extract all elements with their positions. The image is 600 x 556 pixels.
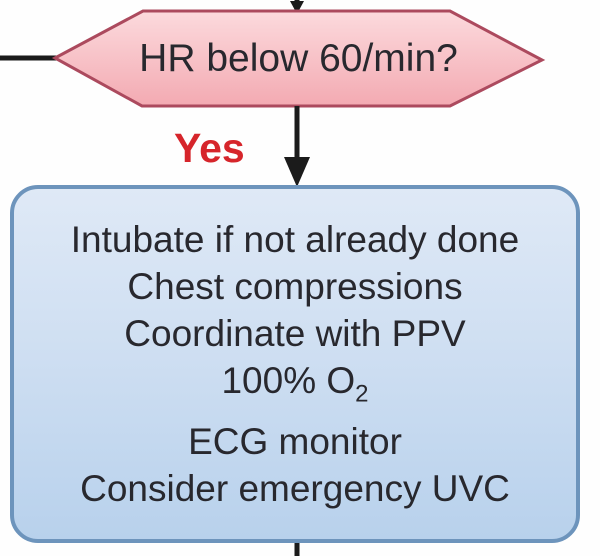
arrow-down-icon xyxy=(284,157,310,187)
action-box: Intubate if not already done Chest compr… xyxy=(10,185,580,543)
oxygen-subscript: 2 xyxy=(355,380,369,408)
action-line-oxygen: 100% O2 xyxy=(221,357,368,417)
action-line: Intubate if not already done xyxy=(70,219,520,261)
oxygen-text: 100% O xyxy=(221,360,356,402)
action-line: Coordinate with PPV xyxy=(124,313,466,355)
action-line: ECG monitor xyxy=(188,420,402,462)
decision-hexagon xyxy=(51,9,546,108)
decision-label: HR below 60/min? xyxy=(139,37,458,80)
action-line: Consider emergency UVC xyxy=(80,467,510,509)
arrow-down-icon xyxy=(290,1,304,14)
yes-edge-label: Yes xyxy=(174,125,245,171)
action-line: Chest compressions xyxy=(127,266,463,308)
